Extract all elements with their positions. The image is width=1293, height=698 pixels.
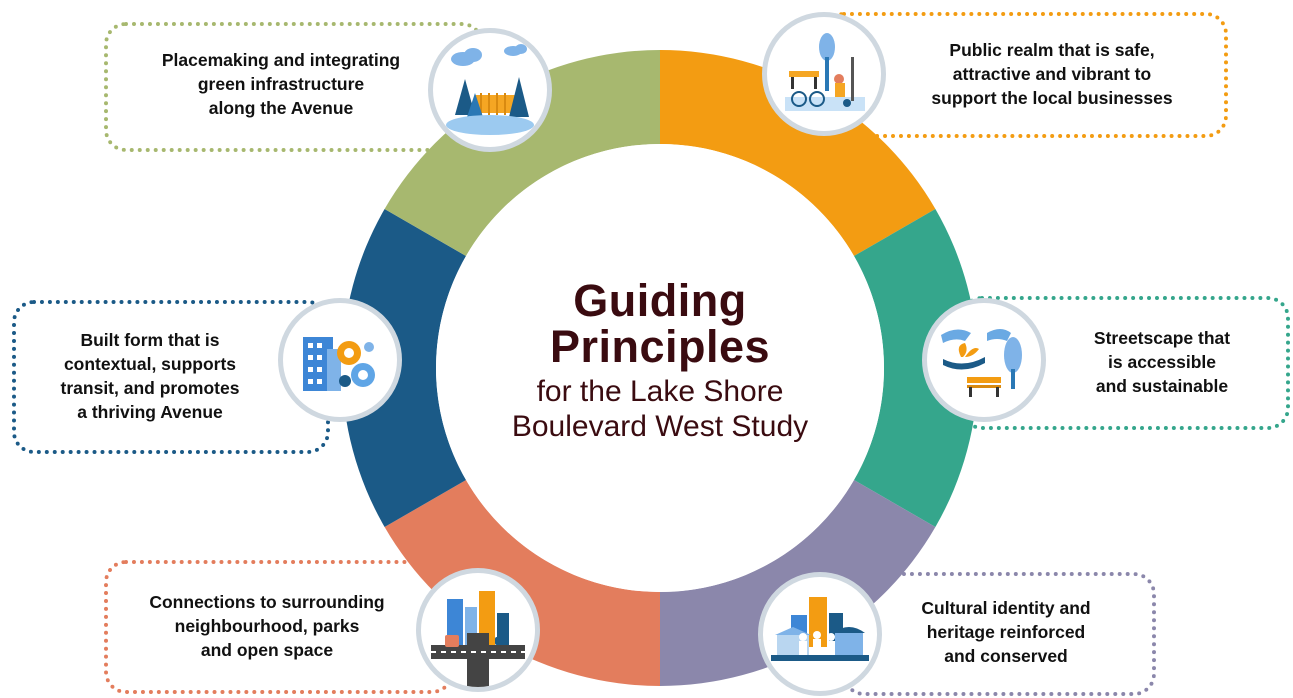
cultural-label: Cultural identity and heritage reinforce…: [921, 598, 1091, 666]
subtitle-line-2: Boulevard West Study: [511, 410, 809, 443]
connections-label: Connections to surrounding neighbourhood…: [149, 592, 385, 660]
buildings-gears-icon: [278, 298, 402, 422]
ring-segment-green: [384, 50, 660, 256]
heritage-people-icon: [758, 572, 882, 696]
intersection-city-icon: [416, 568, 540, 692]
placemaking-label: Placemaking and integrating green infras…: [161, 50, 401, 118]
ring-segment-blue: [342, 209, 467, 527]
street-activity-icon: [762, 12, 886, 136]
center-title: Guiding Principles for the Lake Shore Bo…: [455, 278, 865, 444]
streetscape-label: Streetscape that is accessible and susta…: [1093, 328, 1231, 396]
park-trees-icon: [428, 28, 552, 152]
title-line-1: Guiding: [573, 275, 747, 326]
hands-sprout-bench-icon: [922, 298, 1046, 422]
ring-segment-orange: [660, 50, 936, 256]
subtitle-line-1: for the Lake Shore: [536, 375, 784, 408]
ring-segment-coral: [384, 480, 660, 686]
ring-segment-teal: [853, 209, 978, 527]
title-line-2: Principles: [549, 321, 771, 372]
public-realm-label: Public realm that is safe, attractive an…: [931, 40, 1173, 108]
built-form-label: Built form that is contextual, supports …: [60, 330, 240, 422]
ring-center: [436, 144, 884, 592]
